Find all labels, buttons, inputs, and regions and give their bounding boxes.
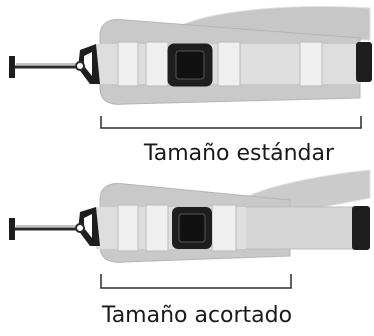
length-bracket-standard xyxy=(100,116,362,129)
caption-standard: Tamaño estándar xyxy=(143,141,335,166)
keeper-s2 xyxy=(145,204,169,252)
keeper-s1 xyxy=(117,204,139,252)
rod-joint xyxy=(75,61,85,71)
length-bracket-shortened xyxy=(100,274,292,289)
keeper-1 xyxy=(117,41,139,87)
keeper-s3 xyxy=(211,204,237,252)
strap-standard xyxy=(9,6,372,129)
left-ring-short-hole xyxy=(84,214,92,238)
rod-handle-short xyxy=(9,218,15,240)
keeper-3 xyxy=(217,41,241,87)
left-ring-hole xyxy=(84,52,92,76)
rod-handle xyxy=(9,56,15,78)
strap-end-tip-short xyxy=(352,206,370,250)
strap-end-tip xyxy=(356,42,372,82)
keeper-4 xyxy=(299,41,323,87)
center-buckle-inner xyxy=(175,50,205,80)
strap-extension xyxy=(237,206,359,250)
caption-shortened: Tamaño acortado xyxy=(101,303,293,328)
rod-joint-short xyxy=(75,223,85,233)
keeper-2 xyxy=(145,41,169,87)
center-buckle-short-inner xyxy=(178,213,206,243)
strap-shortened xyxy=(9,169,371,289)
